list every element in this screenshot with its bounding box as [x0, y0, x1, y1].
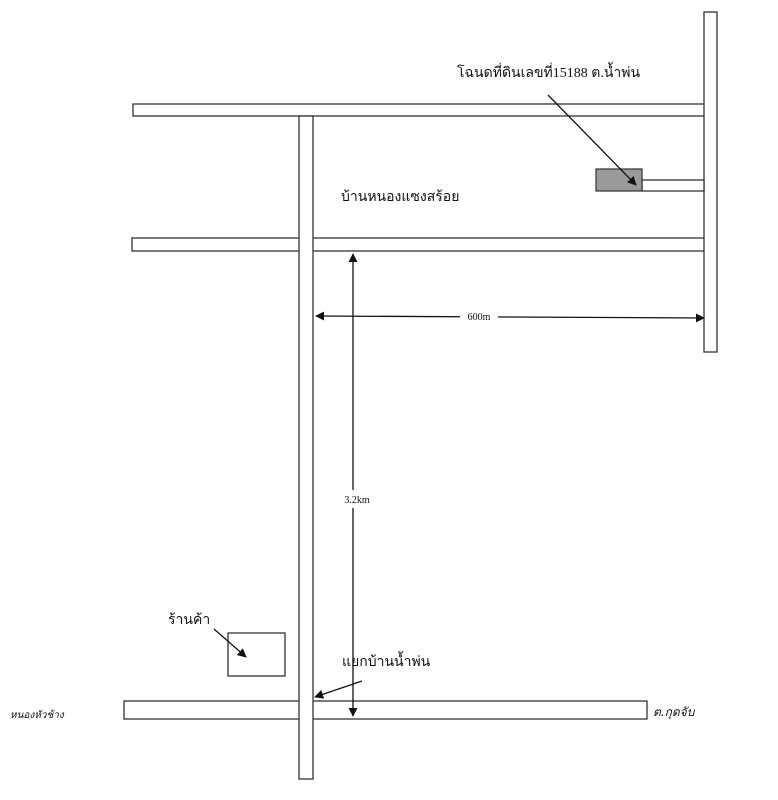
deed-pointer-arrow: [547, 94, 637, 186]
road-top-horizontal: [132, 103, 709, 117]
road-main-vertical: [298, 115, 314, 780]
land-plot-marker: [595, 168, 643, 192]
vertical-distance-label: 3.2km: [344, 495, 370, 506]
shop-pointer-arrow: [213, 628, 247, 658]
road-middle-horizontal: [131, 237, 709, 252]
road-spur-to-plot: [641, 179, 705, 192]
deed-label: โฉนดที่ดินเลขที่15188 ต.น้ำพ่น: [457, 62, 641, 81]
horizontal-distance-label: 600m: [468, 312, 491, 323]
horizontal-distance-arrow: [315, 311, 705, 323]
junction-pointer-arrow: [314, 680, 363, 699]
shop-box: [227, 632, 286, 677]
shop-label: ร้านค้า: [168, 612, 210, 628]
road-right-vertical: [703, 11, 718, 353]
road-bottom-horizontal: [123, 700, 648, 720]
junction-label: แยกบ้านน้ำพ่น: [342, 651, 431, 670]
right-handwritten-label: ต.กุดจับ: [653, 705, 696, 720]
village-label: บ้านหนองแซงสร้อย: [341, 189, 459, 205]
left-handwritten-label: หนองหัวช้าง: [10, 709, 65, 721]
